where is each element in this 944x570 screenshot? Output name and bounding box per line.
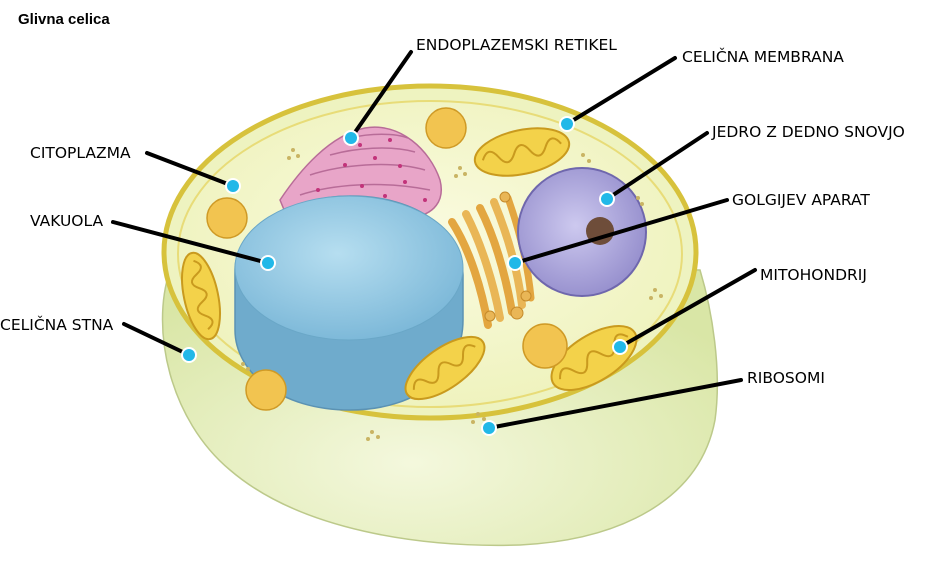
diagram-title: Glivna celica (18, 11, 110, 28)
marker-membrane (559, 116, 575, 132)
marker-vacuole (260, 255, 276, 271)
leader-nucleus (605, 131, 709, 201)
marker-er (343, 130, 359, 146)
label-cytoplasm: CITOPLAZMA (30, 144, 131, 162)
leader-vacuole (111, 220, 270, 265)
marker-golgi (507, 255, 523, 271)
mitochondria (181, 127, 638, 401)
leader-cellwall (122, 322, 191, 357)
marker-mitochondrion (612, 339, 628, 355)
leader-membrane (565, 56, 677, 126)
leader-cytoplasm (145, 151, 235, 188)
leader-golgi (513, 198, 729, 265)
marker-nucleus (599, 191, 615, 207)
ribosomes (241, 148, 663, 441)
label-membrane: CELIČNA MEMBRANA (682, 47, 844, 66)
label-cellwall: CELIČNA STNA (0, 315, 114, 334)
leader-lines (111, 50, 757, 430)
label-nucleus: JEDRO Z DEDNO SNOVJO (711, 123, 905, 141)
marker-ribosomes (481, 420, 497, 436)
vacuole (234, 195, 464, 411)
leader-er (349, 50, 413, 140)
marker-cytoplasm (225, 178, 241, 194)
label-mitochondrion: MITOHONDRIJ (760, 266, 867, 284)
marker-dots (181, 116, 628, 436)
leader-ribosomes (487, 378, 743, 430)
label-er: ENDOPLAZEMSKI RETIKEL (416, 36, 617, 54)
peroxisomes (206, 107, 568, 411)
label-vacuole: VAKUOLA (30, 212, 103, 230)
label-golgi: GOLGIJEV APARAT (732, 191, 870, 209)
marker-cellwall (181, 347, 197, 363)
leader-mitochondrion (618, 268, 757, 349)
label-ribosomes: RIBOSOMI (747, 369, 825, 387)
labels: ENDOPLAZEMSKI RETIKEL CELIČNA MEMBRANA J… (0, 36, 905, 387)
